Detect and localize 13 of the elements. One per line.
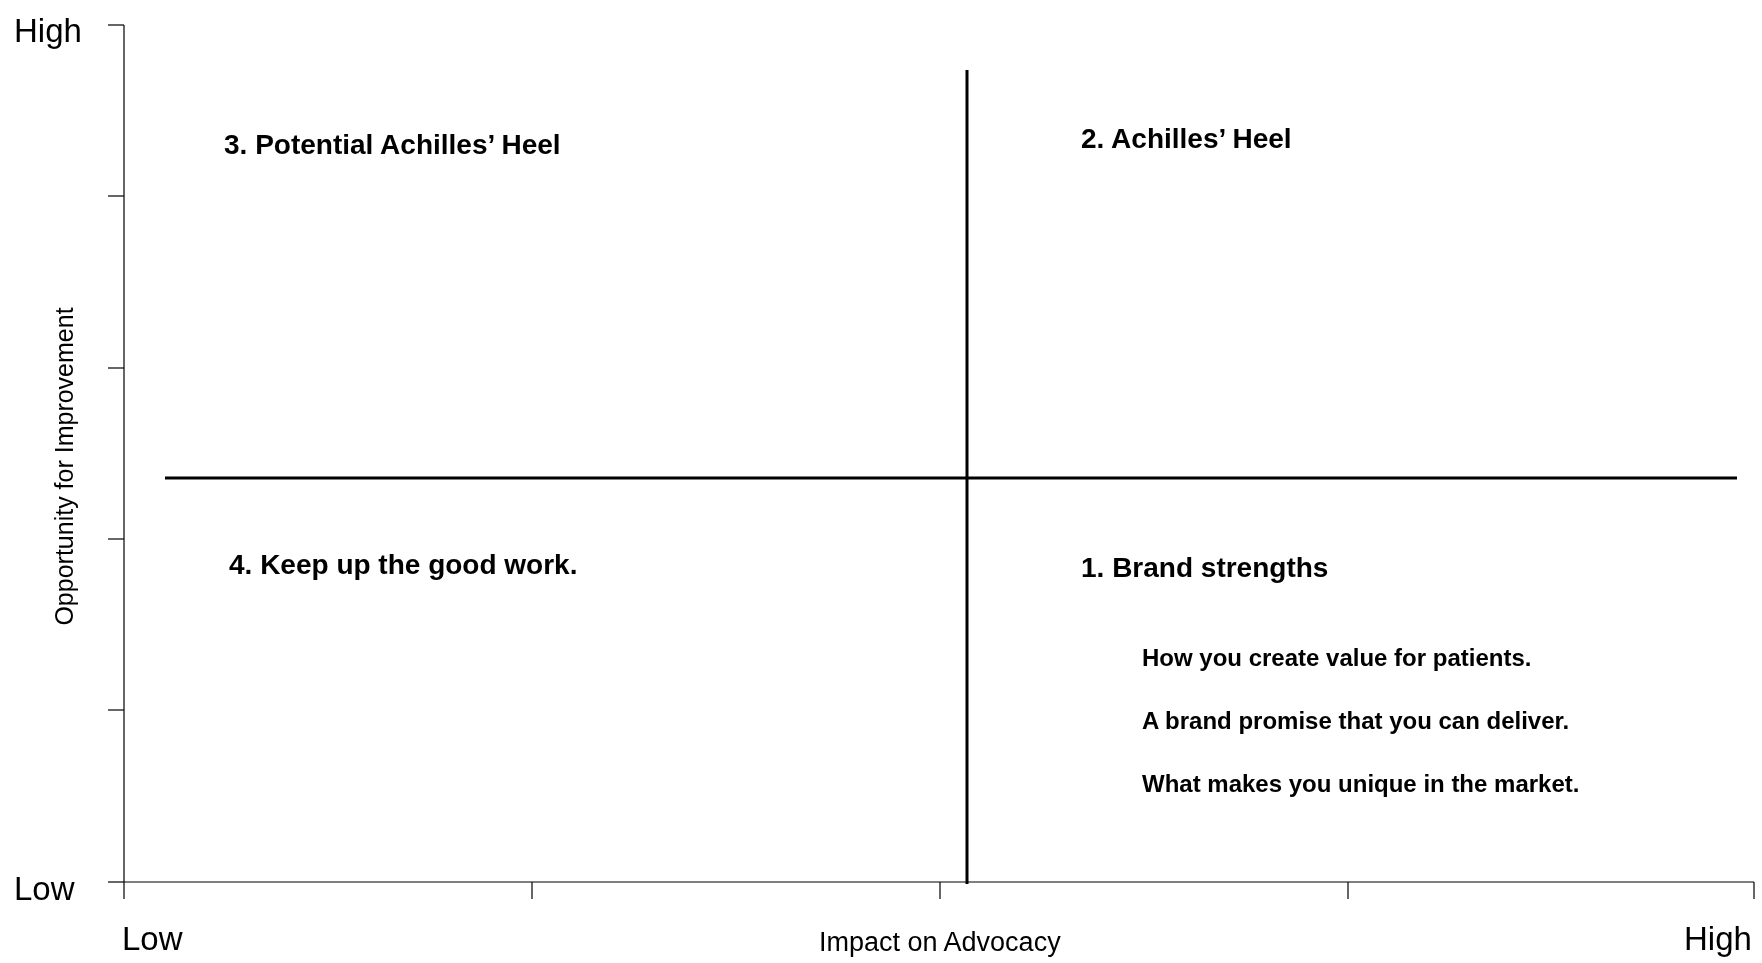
quadrant-description: A brand promise that you can deliver.	[1142, 709, 1570, 733]
axis-tick-label: Low	[14, 872, 75, 905]
quadrant-heading: 3. Potential Achilles’ Heel	[224, 131, 561, 159]
quadrant-description: What makes you unique in the market.	[1142, 772, 1580, 796]
quadrant-heading: 4. Keep up the good work.	[229, 551, 578, 579]
axis-tick-label: High	[14, 14, 82, 47]
axis-title: Impact on Advocacy	[819, 929, 1061, 956]
axis-tick-label: Low	[122, 922, 183, 955]
axis-tick-label: High	[1684, 922, 1752, 955]
axis-title: Opportunity for Improvement	[51, 306, 77, 626]
quadrant-description: How you create value for patients.	[1142, 646, 1532, 670]
quadrant-heading: 1. Brand strengths	[1081, 554, 1329, 582]
quadrant-heading: 2. Achilles’ Heel	[1081, 125, 1292, 153]
